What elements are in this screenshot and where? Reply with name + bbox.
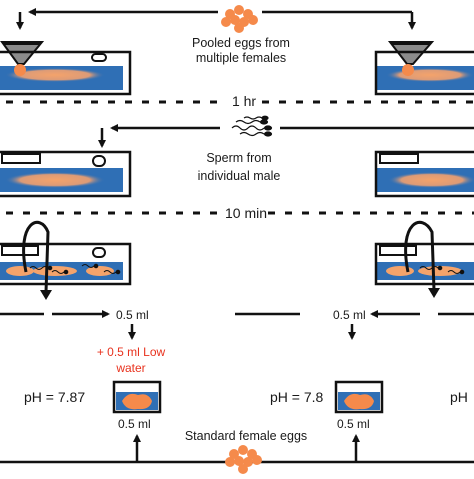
sperm-label-line2: individual male (198, 169, 281, 183)
standard-volume-left: 0.5 ml (118, 417, 151, 431)
culture-dish-right-2 (374, 150, 474, 198)
low-water-addition-line2: water (115, 361, 145, 375)
culture-dish-right-1 (374, 50, 474, 96)
standard-eggs-cluster-icon (225, 445, 262, 474)
pooled-eggs-cluster-icon (221, 5, 258, 33)
ph-left: pH = 7.87 (24, 389, 85, 405)
pipette-arrow-icon (404, 220, 440, 298)
sperm-label-line1: Sperm from (206, 151, 271, 165)
culture-dish-right-3 (374, 242, 474, 286)
standard-eggs-label: Standard female eggs (185, 429, 307, 443)
culture-dish-left-2 (0, 150, 132, 198)
pooled-eggs-label-line2: multiple females (196, 51, 286, 65)
ph-middle: pH = 7.8 (270, 389, 324, 405)
pooled-eggs-label-line1: Pooled eggs from (192, 36, 290, 50)
ph-right-partial: pH (450, 389, 468, 405)
transfer-volume-left: 0.5 ml (116, 308, 149, 322)
standard-volume-middle: 0.5 ml (337, 417, 370, 431)
sperm-icon (231, 115, 273, 137)
sample-well-middle (334, 380, 384, 414)
low-water-addition-line1: + 0.5 ml Low (97, 345, 166, 359)
culture-dish-left-3 (0, 242, 132, 286)
culture-dish-left-1 (0, 50, 132, 96)
sample-well-left (112, 380, 162, 414)
interval-label-2: 10 min (225, 205, 267, 221)
transfer-volume-right: 0.5 ml (333, 308, 366, 322)
interval-label-1: 1 hr (232, 93, 256, 109)
pipette-arrow-icon (22, 220, 52, 300)
